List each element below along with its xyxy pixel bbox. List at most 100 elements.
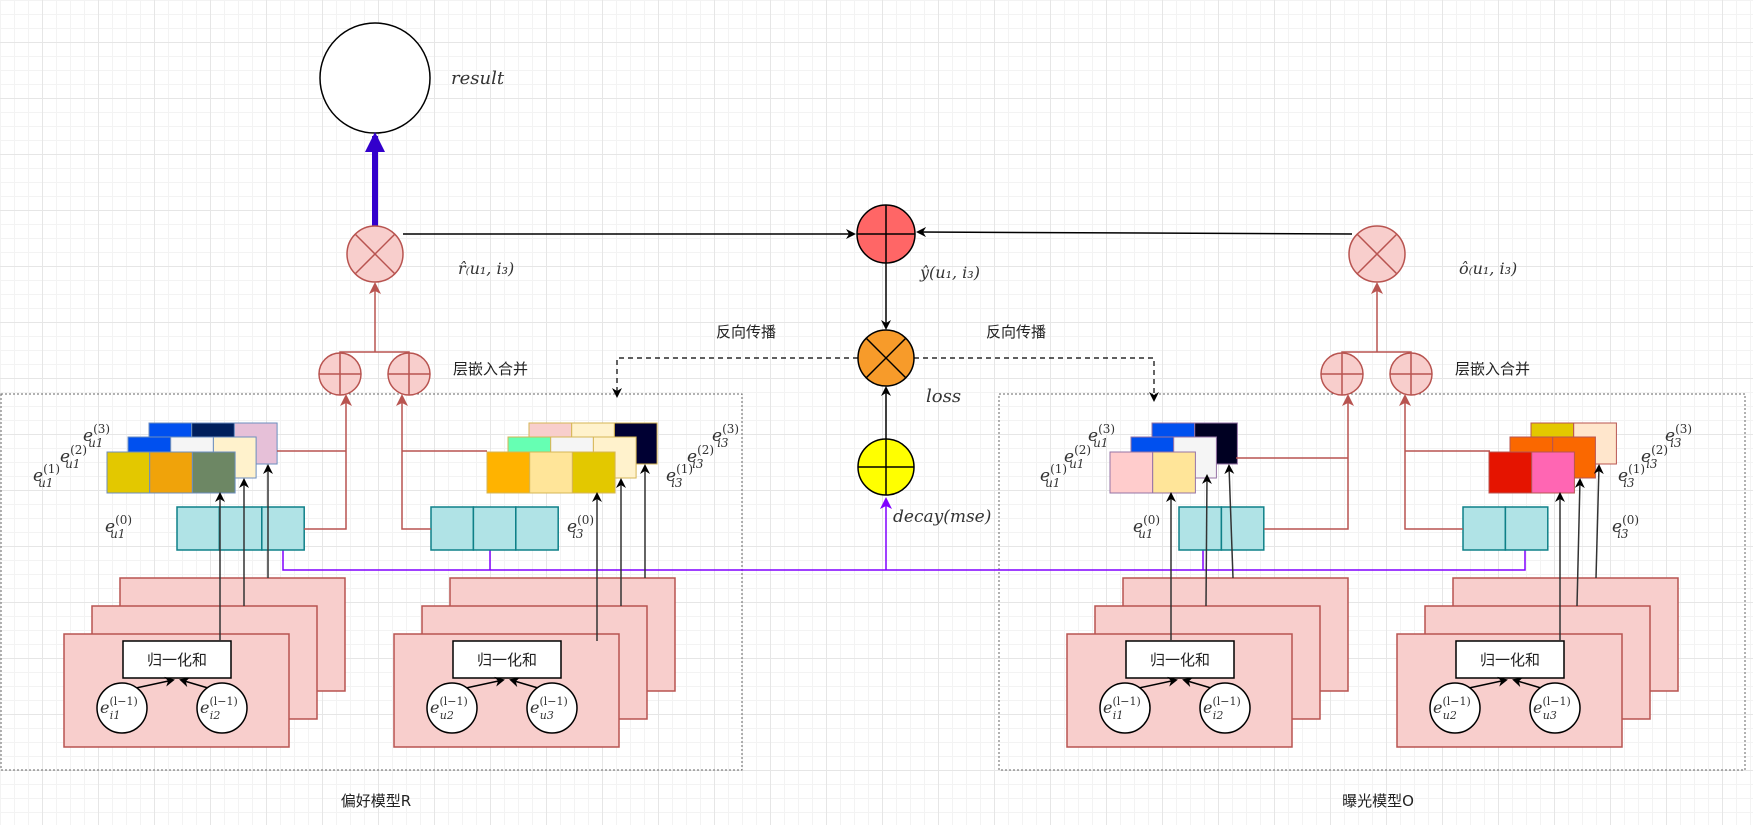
right-item-layer2-label: e(2)i3 — [1641, 443, 1668, 471]
exposure-model-frame — [998, 393, 1746, 771]
backprop-right-label: 反向传播 — [986, 323, 1046, 341]
neighbor-edge — [135, 676, 175, 689]
embedding-layer-1-cell — [571, 451, 616, 494]
right-user-layer3-label: e(3)u1 — [1088, 422, 1115, 450]
left-user-layer3-label: e(3)u1 — [83, 422, 110, 450]
right-merge-join — [1341, 351, 1412, 353]
result-node — [319, 22, 431, 134]
loss-node — [857, 329, 915, 387]
normalized-sum-box — [1455, 640, 1565, 679]
embedding-layer-1-cell — [149, 451, 193, 494]
layer-output-edge — [1593, 464, 1604, 579]
neighbor-embedding-node — [526, 682, 578, 734]
backprop-left-label: 反向传播 — [716, 323, 776, 341]
neighbor-embedding-node — [196, 682, 248, 734]
decay-label: decay(mse) — [893, 507, 991, 527]
layer-output-edge — [1224, 464, 1235, 579]
embedding-layer-1-cell — [1152, 451, 1196, 494]
neighbor-embedding-label: e(l−1)i1 — [1103, 695, 1141, 722]
left-merge-join — [339, 351, 410, 353]
embedding-layer-1-cell — [1531, 451, 1575, 494]
neighbor-edge — [509, 677, 539, 689]
left-user-base-to-merge — [304, 394, 352, 530]
right-item-layer-merge-node — [1389, 352, 1433, 396]
right-user-layer-merge-node — [1320, 352, 1364, 396]
left-user-base-label: e(0)u1 — [105, 513, 132, 541]
neighbor-edge — [179, 677, 209, 689]
embedding-layer-1-cell — [106, 451, 151, 494]
neighbor-embedding-node — [426, 682, 478, 734]
embedding-cell — [1462, 506, 1507, 551]
embedding-layer-1-cell — [1109, 451, 1154, 494]
embedding-cell — [1220, 506, 1265, 551]
embedding-cell — [218, 506, 263, 551]
left-item-layer-merge-node — [387, 352, 431, 396]
exposure-score-label: ô₍u₁, i₃) — [1459, 259, 1517, 278]
decay-node — [857, 438, 915, 496]
left-model-title: 偏好模型R — [341, 792, 411, 810]
normalized-sum-box — [1125, 640, 1235, 679]
normalized-sum-label: 归一化和 — [1150, 651, 1210, 669]
normalized-sum-box — [122, 640, 232, 679]
embedding-layer-1-cell — [1488, 451, 1533, 494]
embedding-cell — [430, 506, 475, 551]
left-item-base-to-merge — [396, 394, 431, 530]
embedding-cell — [1178, 506, 1223, 551]
embedding-layer-1-cell — [191, 451, 236, 494]
neighbor-edge — [1468, 676, 1508, 689]
exposure-product-node — [1348, 225, 1406, 283]
neighbor-edge — [1512, 677, 1542, 689]
right-model-title: 曝光模型O — [1342, 792, 1414, 810]
right-user-base-to-merge — [1264, 394, 1354, 530]
embedding-cell — [472, 506, 517, 551]
left-user-layer1-label: e(1)u1 — [33, 462, 60, 490]
regularization-edge — [282, 550, 1526, 571]
right-item-layer1-label: e(1)i3 — [1618, 462, 1645, 490]
preference-score-label: r̂₍u₁, i₃) — [458, 259, 514, 278]
neighbor-embedding-node — [1199, 682, 1251, 734]
left-user-base-embedding — [176, 506, 305, 551]
right-user-layer2-label: e(2)u1 — [1064, 443, 1091, 471]
neighbor-edge — [1182, 677, 1212, 689]
normalized-sum-box — [452, 640, 562, 679]
right-user-layer1-label: e(1)u1 — [1040, 462, 1067, 490]
left-user-aggregation: 归一化和 e(l−1)i1 e(l−1)i2 — [63, 577, 346, 748]
right-user-base-embedding — [1178, 506, 1265, 551]
neighbor-edge — [465, 676, 505, 689]
layer-output-edge — [1574, 478, 1585, 607]
preference-model-frame — [0, 393, 743, 771]
normalized-sum-label: 归一化和 — [147, 651, 207, 669]
normalized-sum-label: 归一化和 — [1480, 651, 1540, 669]
neighbor-edge — [1138, 676, 1178, 689]
embedding-cell — [261, 506, 305, 551]
left-item-layer3-label: e(3)i3 — [712, 422, 739, 450]
normalized-sum-label: 归一化和 — [477, 651, 537, 669]
embedding-layer-1-cell — [529, 451, 573, 494]
left-user-layer-merge-node — [318, 352, 362, 396]
neighbor-embedding-label: e(l−1)i2 — [1203, 695, 1241, 722]
right-user-embedding-stack — [1109, 422, 1238, 494]
combine-node — [856, 204, 916, 264]
neighbor-embedding-node — [1529, 682, 1581, 734]
backprop-left-edge — [612, 357, 858, 398]
left-item-base-label: e(0)i3 — [567, 513, 594, 541]
embedding-cell — [1504, 506, 1549, 551]
neighbor-embedding-label: e(l−1)u2 — [1433, 695, 1471, 722]
neighbor-embedding-label: e(l−1)u3 — [530, 695, 568, 722]
left-user-layer2-label: e(2)u1 — [60, 443, 87, 471]
result-label: result — [451, 68, 505, 89]
embedding-cell — [515, 506, 559, 551]
neighbor-embedding-label: e(l−1)i2 — [200, 695, 238, 722]
right-item-embedding-stack — [1488, 422, 1617, 494]
neighbor-embedding-label: e(l−1)i1 — [100, 695, 138, 722]
loss-label: loss — [926, 386, 961, 407]
embedding-cell — [176, 506, 221, 551]
right-item-base-embedding — [1462, 506, 1549, 551]
right-item-layer3-label: e(3)i3 — [1665, 422, 1692, 450]
right-item-base-label: e(0)i3 — [1612, 513, 1639, 541]
left-item-base-embedding — [430, 506, 559, 551]
right-merge-label: 层嵌入合并 — [1455, 360, 1530, 378]
